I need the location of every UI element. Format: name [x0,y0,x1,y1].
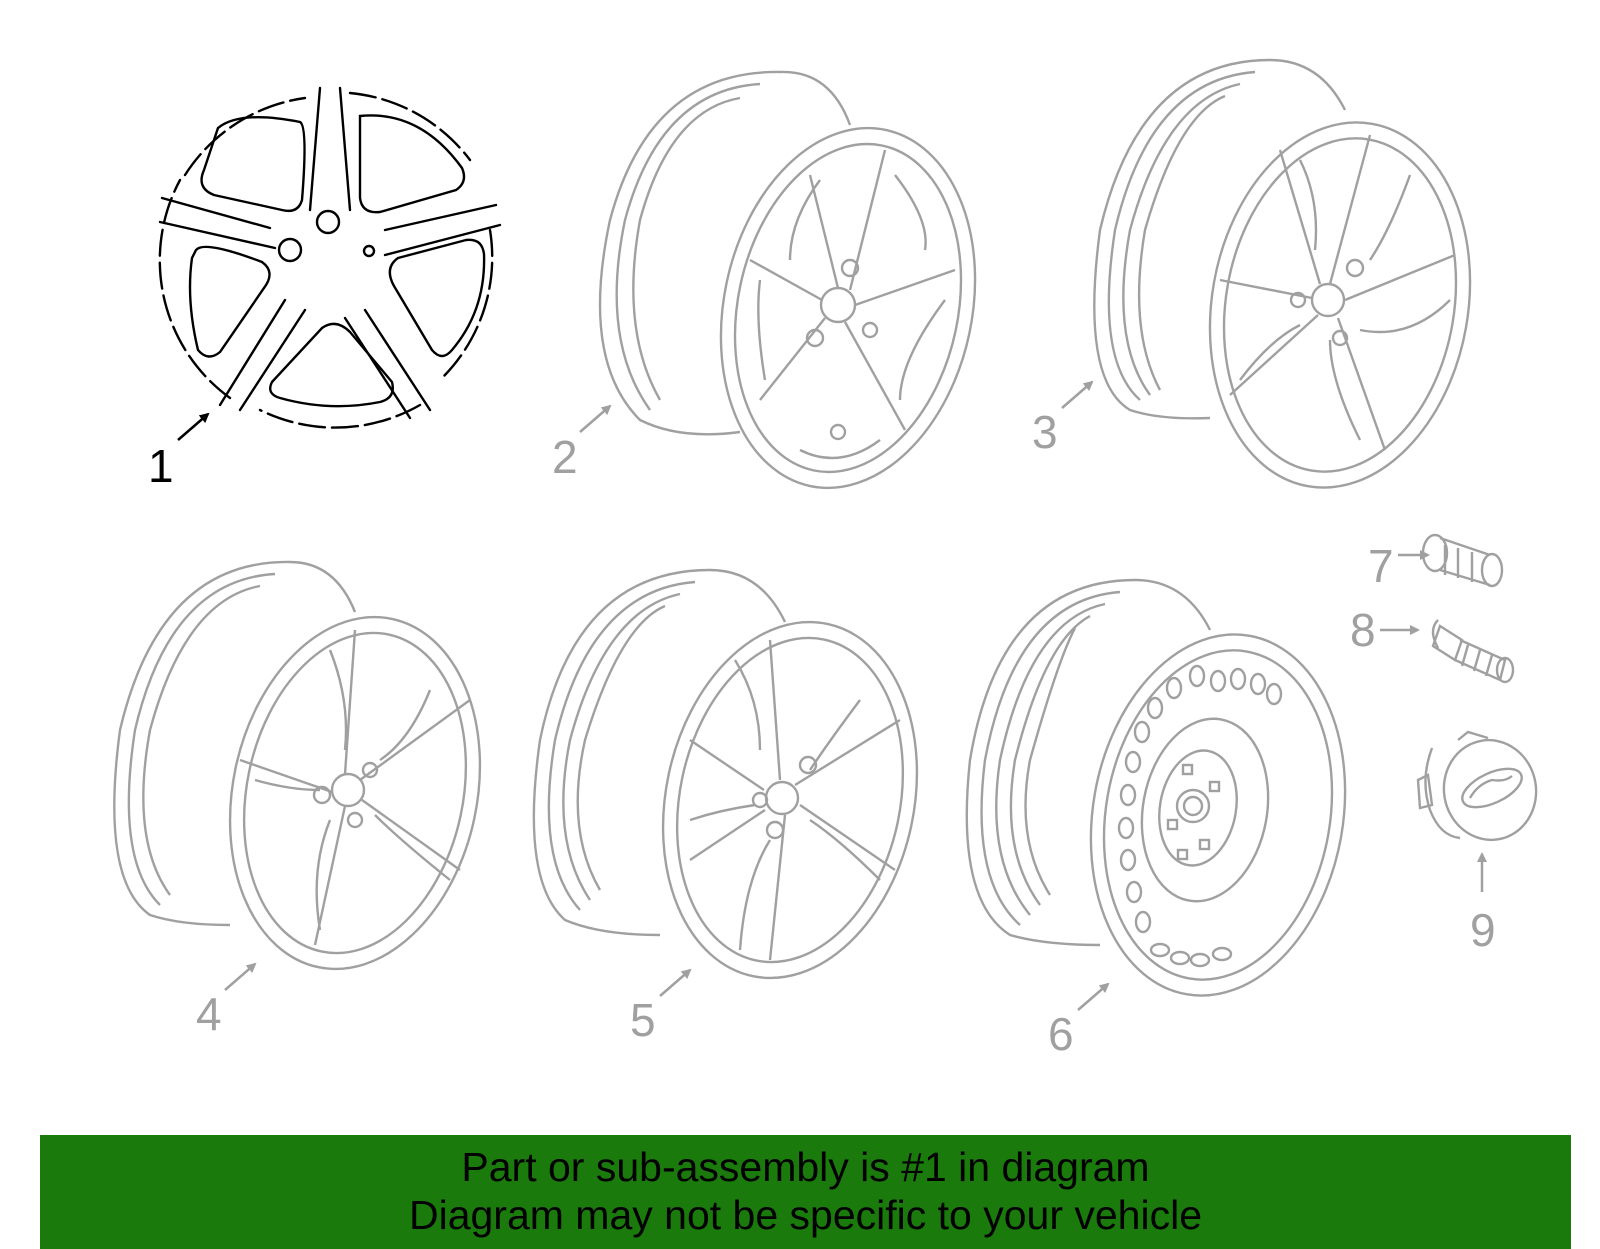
callout-2: 2 [552,431,578,483]
banner-line-1: Part or sub-assembly is #1 in diagram [461,1144,1150,1190]
brand-script [1468,775,1513,799]
info-banner: Part or sub-assembly is #1 in diagram Di… [40,1135,1571,1249]
callout-1-arrow [177,412,210,441]
callout-6: 6 [1048,1008,1074,1060]
callout-3-arrow [1061,380,1094,409]
banner-line-2: Diagram may not be specific to your vehi… [408,1192,1202,1238]
part-1-wheel[interactable] [158,86,502,429]
part-6-steel-wheel[interactable] [965,578,1373,1016]
callout-5-arrow [659,968,692,997]
part-2-wheel[interactable] [598,70,1007,512]
callout-3: 3 [1032,406,1058,458]
callout-4: 4 [196,988,222,1040]
callout-2-arrow [579,404,612,433]
callout-4-arrow [224,962,257,991]
part-7-lug-nut[interactable] [1421,533,1504,588]
part-8-valve-stem[interactable] [1431,619,1515,684]
part-3-wheel[interactable] [1093,58,1498,508]
callout-5: 5 [630,994,656,1046]
part-5-wheel[interactable] [532,568,949,1002]
callout-1: 1 [148,440,174,492]
part-9-center-cap[interactable] [1416,730,1544,847]
callout-6-arrow [1077,982,1110,1011]
callout-9: 9 [1470,904,1496,956]
part-4-wheel[interactable] [113,560,511,992]
callout-8: 8 [1350,604,1376,656]
callout-7: 7 [1368,540,1394,592]
